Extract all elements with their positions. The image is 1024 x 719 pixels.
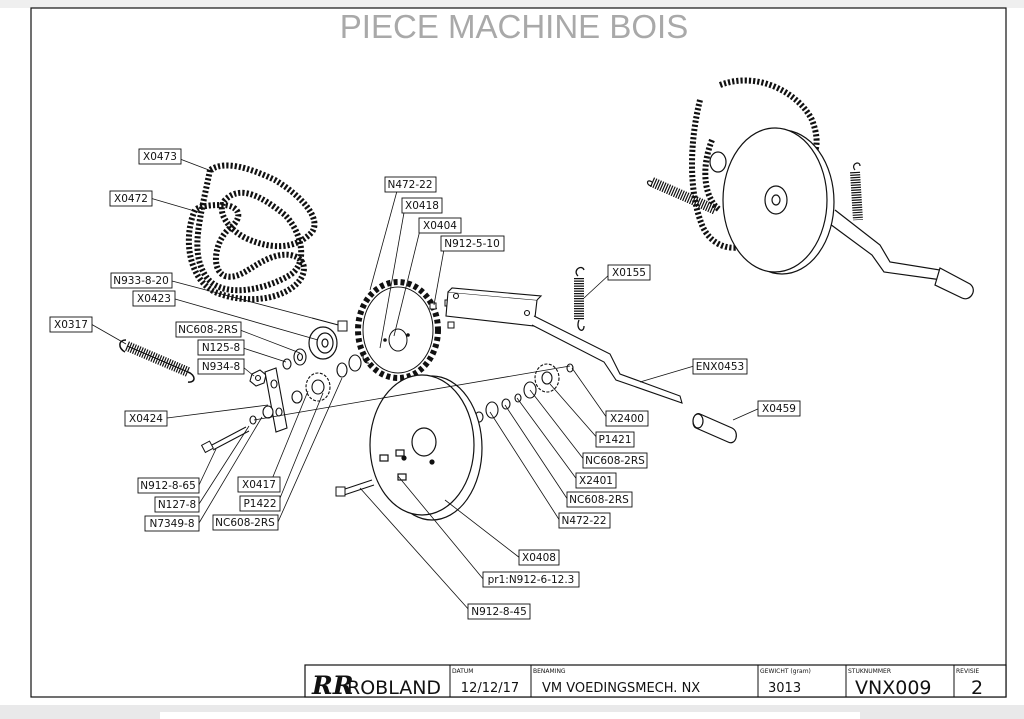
part-label-x0459: X0459 xyxy=(757,400,801,417)
part-label-n472-22-top: N472-22 xyxy=(384,176,437,193)
svg-text:REVISIE: REVISIE xyxy=(956,668,979,675)
part-label-n933-8-20: N933-8-20 xyxy=(110,272,173,289)
svg-text:RR: RR xyxy=(311,671,354,700)
leader-lines xyxy=(90,158,761,612)
part-label-x0473: X0473 xyxy=(138,148,182,165)
part-label-p1422: P1422 xyxy=(239,495,281,512)
part-label-nc608-2rs-c: NC608-2RS xyxy=(582,452,648,469)
handle-x0459 xyxy=(692,413,737,444)
svg-text:N912-8-45: N912-8-45 xyxy=(471,606,527,618)
part-label-x0417: X0417 xyxy=(237,476,281,493)
part-label-n127-8: N127-8 xyxy=(154,496,200,513)
svg-text:X0424: X0424 xyxy=(129,413,163,425)
part-label-x0317: X0317 xyxy=(49,316,93,333)
part-label-x0472: X0472 xyxy=(109,190,153,207)
part-label-x0418: X0418 xyxy=(401,197,443,214)
svg-text:N472-22: N472-22 xyxy=(387,179,432,191)
svg-text:N125-8: N125-8 xyxy=(202,342,240,354)
pulley-x0423 xyxy=(308,326,338,360)
part-number-value: VNX009 xyxy=(855,677,932,699)
designation-value: VM VOEDINGSMECH. NX xyxy=(542,681,700,696)
svg-text:NC608-2RS: NC608-2RS xyxy=(569,494,629,506)
svg-text:X0404: X0404 xyxy=(423,220,457,232)
part-label-x2400: X2400 xyxy=(605,410,649,427)
part-label-nc608-2rs-d: NC608-2RS xyxy=(566,491,633,508)
bearing-stack-left xyxy=(249,348,307,387)
part-label-x2401: X2401 xyxy=(575,472,617,489)
svg-text:NC608-2RS: NC608-2RS xyxy=(178,324,238,336)
date-value: 12/12/17 xyxy=(461,681,519,696)
svg-text:X0418: X0418 xyxy=(405,200,439,212)
bolt-n912-8-65 xyxy=(200,426,250,454)
svg-text:GEWICHT (gram): GEWICHT (gram) xyxy=(760,668,811,675)
svg-text:X0423: X0423 xyxy=(137,293,171,305)
part-label-nc608-2rs-b: NC608-2RS xyxy=(212,514,279,531)
spring-x0155 xyxy=(574,266,585,331)
svg-text:P1421: P1421 xyxy=(598,434,631,446)
svg-text:X0459: X0459 xyxy=(762,403,796,415)
svg-text:NC608-2RS: NC608-2RS xyxy=(215,517,275,529)
svg-text:N933-8-20: N933-8-20 xyxy=(113,275,169,287)
chain-x0472 xyxy=(185,201,307,303)
svg-text:N912-8-65: N912-8-65 xyxy=(140,480,196,492)
chain-x0473 xyxy=(194,162,318,294)
sprocket-x0418 xyxy=(355,279,441,381)
svg-text:pr1:N912-6-12.3: pr1:N912-6-12.3 xyxy=(488,574,575,586)
svg-text:X0408: X0408 xyxy=(522,552,556,564)
part-label-x0404: X0404 xyxy=(418,217,462,234)
svg-text:X0155: X0155 xyxy=(612,267,646,279)
part-label-enx0453: ENX0453 xyxy=(692,358,748,375)
svg-text:N472-22: N472-22 xyxy=(561,515,606,527)
page-title: PIECE MACHINE BOIS xyxy=(340,8,688,45)
svg-text:N934-8: N934-8 xyxy=(202,361,240,373)
svg-text:X2400: X2400 xyxy=(610,413,644,425)
pulley-x0408 xyxy=(369,374,483,521)
part-label-x0155: X0155 xyxy=(607,264,651,281)
svg-text:BENAMING: BENAMING xyxy=(533,668,566,675)
svg-text:N7349-8: N7349-8 xyxy=(149,518,194,530)
part-label-pr1-n912-6-12-3: pr1:N912-6-12.3 xyxy=(482,571,580,588)
part-label-x0423: X0423 xyxy=(132,290,176,307)
svg-text:STUKNUMMER: STUKNUMMER xyxy=(848,668,891,675)
part-label-n472-22-bottom: N472-22 xyxy=(558,512,611,529)
svg-text:ENX0453: ENX0453 xyxy=(696,361,744,373)
revision-value: 2 xyxy=(971,677,983,699)
svg-text:X0417: X0417 xyxy=(242,479,276,491)
svg-text:N127-8: N127-8 xyxy=(158,499,196,511)
svg-text:NC608-2RS: NC608-2RS xyxy=(585,455,645,467)
svg-text:X0317: X0317 xyxy=(54,319,88,331)
assembly-axis xyxy=(253,365,571,421)
lever-enx0453 xyxy=(445,287,683,404)
robland-logo: RR ROBLAND xyxy=(311,671,441,700)
part-label-p1421: P1421 xyxy=(595,431,635,448)
part-label-x0424: X0424 xyxy=(124,410,168,427)
title-block: RR ROBLAND DATUM 12/12/17 BENAMING VM VO… xyxy=(304,664,1007,700)
part-label-n912-8-45: N912-8-45 xyxy=(467,603,531,620)
svg-text:X2401: X2401 xyxy=(579,475,613,487)
part-label-n7349-8: N7349-8 xyxy=(144,515,200,532)
part-label-n125-8: N125-8 xyxy=(197,339,245,356)
bolt-n933 xyxy=(311,317,348,332)
spring-x0317 xyxy=(119,339,195,383)
part-label-nc608-2rs-a: NC608-2RS xyxy=(175,321,242,338)
svg-text:ROBLAND: ROBLAND xyxy=(347,677,441,699)
part-label-n912-5-10: N912-5-10 xyxy=(440,235,505,252)
sprocket-x0417 xyxy=(249,372,331,425)
svg-text:X0472: X0472 xyxy=(114,193,148,205)
svg-text:P1422: P1422 xyxy=(243,498,276,510)
part-label-x0408: X0408 xyxy=(518,549,560,566)
weight-value: 3013 xyxy=(768,681,801,696)
part-label-n912-8-65: N912-8-65 xyxy=(137,477,200,494)
svg-text:N912-5-10: N912-5-10 xyxy=(444,238,500,250)
part-label-n934-8: N934-8 xyxy=(197,358,245,375)
assembled-view xyxy=(646,77,974,300)
svg-text:X0473: X0473 xyxy=(143,151,177,163)
bolt-n912-8-45 xyxy=(335,479,375,497)
svg-text:DATUM: DATUM xyxy=(452,668,473,675)
